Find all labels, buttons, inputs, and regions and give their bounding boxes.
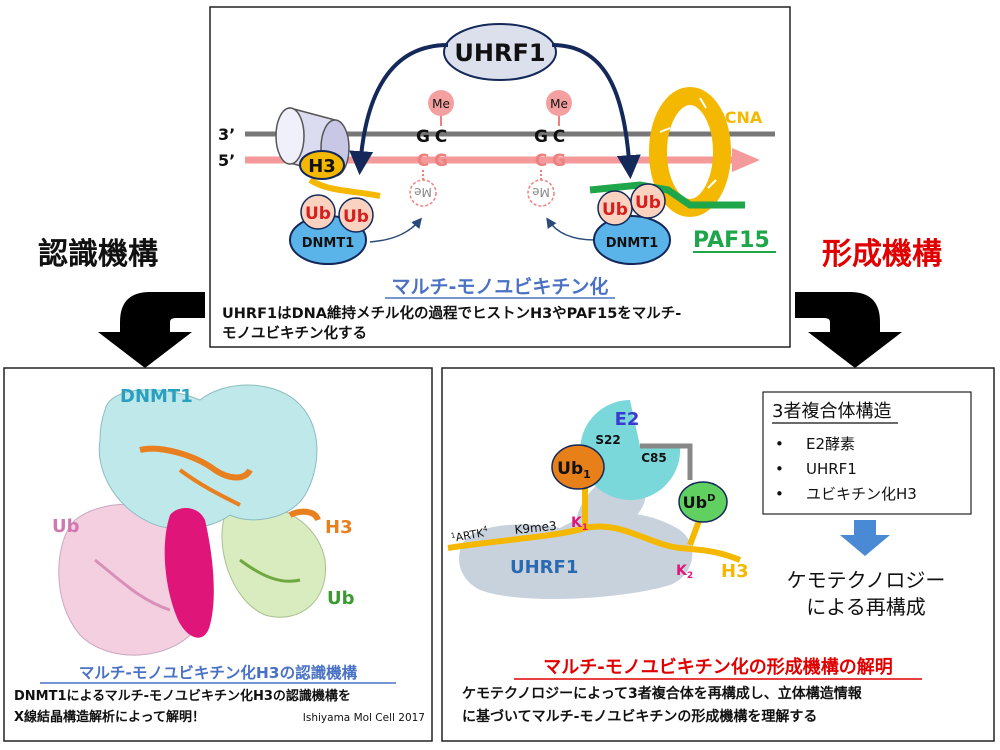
e2-linker: [640, 443, 693, 480]
box-item-2: UHRF1: [806, 460, 857, 478]
br-title: マルチ-モノユビキチン化の形成機構の解明: [543, 656, 892, 678]
cpg-site-2: G C C G Me Me: [527, 90, 572, 207]
arrow-dnmt1-right: [546, 217, 596, 241]
bl-ub-right-label: Ub: [327, 588, 355, 609]
h3-chain: [447, 523, 742, 563]
s22-label: S22: [595, 433, 620, 447]
svg-text:C: C: [535, 151, 547, 171]
ubd-oval: [678, 481, 728, 523]
complex-info-box: [762, 391, 972, 515]
complex-box-title: 3者複合体構造: [772, 401, 891, 422]
ub-left-2: [338, 197, 374, 233]
c85-label: C85: [641, 451, 667, 465]
h3-label: H3: [308, 156, 336, 177]
dnmt1-right-oval: [593, 215, 671, 265]
svg-text:C: C: [435, 127, 447, 147]
h3-tail: [308, 177, 381, 199]
box-item-3: ユビキチン化H3: [806, 485, 917, 503]
k9me3-label: K9me3: [514, 519, 557, 537]
ub-left-1: [300, 194, 336, 230]
recognition-label: 認識機構: [38, 237, 158, 272]
svg-text:C: C: [553, 127, 565, 147]
ub1-label: Ub1: [557, 459, 591, 481]
box-bullet-1: •: [775, 435, 784, 453]
arrow-to-h3: [349, 43, 449, 176]
ub-left-1-label: Ub: [305, 204, 331, 224]
uhrf1-label: UHRF1: [454, 39, 545, 67]
box-bullet-2: •: [775, 460, 784, 478]
br-caption-line1: ケモテクノロジーによって3者複合体を再構成し、立体構造情報: [462, 685, 863, 702]
recon-line1: ケモテクノロジー: [787, 568, 946, 592]
me-label-2: Me: [550, 97, 568, 111]
reconstitution-arrow: [840, 520, 890, 556]
br-uhrf1-label: UHRF1: [510, 557, 578, 578]
bottom-left-panel: DNMT1 Ub H3 Ub マルチ-モノユビキチン化H3の認識機構 DNMT1…: [3, 367, 433, 742]
k2-linker: [687, 516, 703, 547]
me-label-1: Me: [432, 97, 450, 111]
top-panel-title: マルチ-モノユビキチン化: [392, 275, 609, 298]
svg-text:G: G: [552, 151, 566, 171]
svg-text:G: G: [416, 127, 430, 147]
dnmt1-left-label: DNMT1: [302, 236, 355, 251]
h3-oval: [299, 150, 345, 180]
k2-label: K2: [676, 563, 693, 581]
ub-right-2-label: Ub: [635, 193, 661, 213]
recon-line2: による再構成: [806, 595, 925, 619]
bl-h3-label: H3: [325, 517, 353, 538]
arrow-to-paf15: [551, 43, 641, 180]
dnmt1-right-label: DNMT1: [606, 236, 659, 251]
k1-label: K1: [571, 515, 588, 533]
br-h3-label: H3: [721, 561, 749, 582]
top-caption-line2: モノユビキチン化する: [222, 324, 367, 342]
cpg-site-1: G C C G Me Me: [409, 90, 454, 207]
strand-5-arrowhead: [732, 148, 760, 172]
bl-ub-left-label: Ub: [52, 516, 80, 537]
me-label-2-ghost: Me: [532, 185, 550, 199]
formation-label: 形成機構: [822, 237, 942, 272]
top-caption-line1: UHRF1はDNA維持メチル化の過程でヒストンH3やPAF15をマルチ-: [222, 304, 681, 322]
crystal-structure-image: [58, 384, 327, 656]
box-bullet-3: •: [775, 485, 784, 503]
uhrf1-oval: [443, 23, 557, 81]
ub-left-2-label: Ub: [343, 207, 369, 227]
big-arrow-left: [98, 292, 205, 368]
big-arrow-right: [795, 292, 902, 368]
ub-right-1-label: Ub: [602, 200, 628, 220]
paf15-strand: [589, 181, 745, 209]
bl-dnmt1-label: DNMT1: [120, 386, 193, 407]
bl-caption-line1: DNMT1によるマルチ-モノユビキチン化H3の認識機構を: [14, 688, 351, 704]
strand-3-label: 3’: [218, 125, 235, 144]
svg-text:C: C: [417, 151, 429, 171]
svg-text:G: G: [434, 151, 448, 171]
paf15-label: PAF15: [693, 228, 770, 253]
svg-text:G: G: [534, 127, 548, 147]
bl-caption-line2: X線結晶構造解析によって解明！: [14, 709, 205, 725]
ub-right-2: [630, 183, 666, 219]
top-panel: 3’ 5’ UHRF1 H3 DNMT1 Ub Ub G C C: [209, 6, 791, 348]
bottom-right-panel: E2 S22 C85 Ub1 UbD 1ARTK4 K9me3 K1 K2 UH…: [441, 367, 995, 742]
bl-citation: Ishiyama Mol Cell 2017: [303, 712, 425, 724]
bl-title: マルチ-モノユビキチン化H3の認識機構: [79, 663, 358, 682]
ub1-oval: [551, 444, 605, 490]
artk-label: 1ARTK4: [450, 525, 490, 545]
strand-5-label: 5’: [218, 151, 235, 170]
ubd-label: UbD: [683, 493, 716, 512]
me-label-1-ghost: Me: [414, 185, 432, 199]
arrow-dnmt1-left: [369, 217, 423, 243]
pcna-label: PCNA: [713, 108, 763, 127]
e2-label: E2: [615, 409, 640, 430]
br-caption-line2: に基づいてマルチ-モノユビキチンの形成機構を理解する: [462, 708, 817, 725]
box-item-1: E2酵素: [806, 435, 855, 453]
e2-body: [580, 400, 681, 500]
